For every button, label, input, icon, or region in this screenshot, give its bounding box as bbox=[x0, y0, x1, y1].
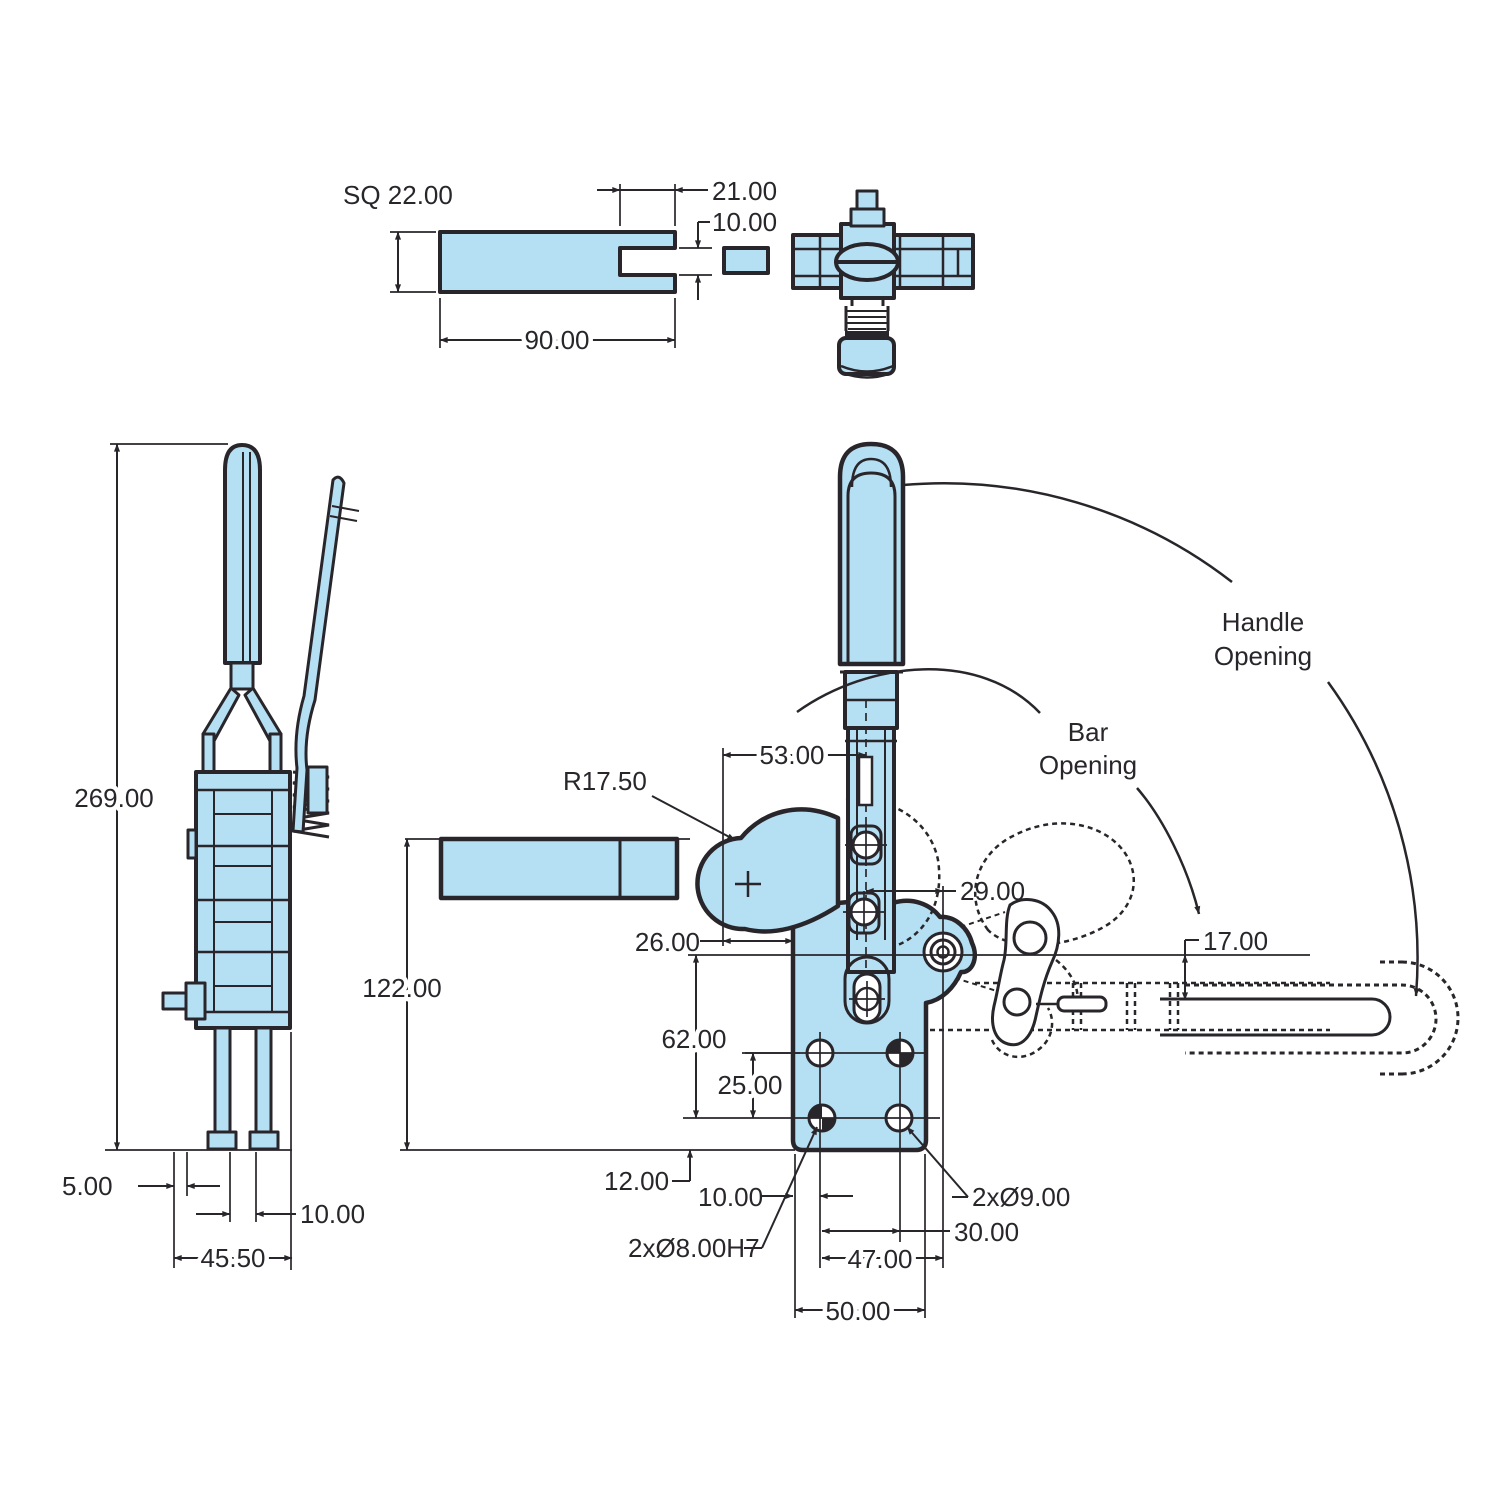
dim-122: 122.00 bbox=[362, 973, 442, 1003]
dim-12: 12.00 bbox=[604, 1166, 669, 1196]
bar-detail-body bbox=[438, 230, 677, 294]
label-bar-opening-2: Opening bbox=[1039, 750, 1137, 780]
dim-r17-5: R17.50 bbox=[563, 766, 647, 796]
phantom-link bbox=[973, 822, 1460, 1076]
label-handle-opening-1: Handle bbox=[1222, 607, 1304, 637]
spindle-collar bbox=[849, 207, 886, 228]
side-bolt bbox=[161, 991, 188, 1011]
dim-90: 90.00 bbox=[524, 325, 589, 355]
dim-62: 62.00 bbox=[661, 1024, 726, 1054]
dim-53: 53.00 bbox=[759, 740, 824, 770]
side-release-lever bbox=[291, 475, 346, 834]
dim-10-slot: 10.00 bbox=[712, 207, 777, 237]
phantom-open-grip bbox=[1185, 983, 1438, 1055]
dim-5: 5.00 bbox=[62, 1171, 113, 1201]
dim-30: 30.00 bbox=[954, 1217, 1019, 1247]
dim-269: 269.00 bbox=[74, 783, 154, 813]
phantom-open-bar bbox=[1160, 997, 1392, 1037]
dim-17: 17.00 bbox=[1203, 926, 1268, 956]
front-dimensions: 53.00 R17.50 26.00 29.00 122.00 62.00 25… bbox=[358, 736, 1268, 1331]
view-bar-detail: SQ 22.00 90.00 21.00 10.00 bbox=[339, 176, 778, 360]
view-side: 269.00 5.00 10.00 bbox=[62, 443, 365, 1278]
front-swing-arcs: Handle Opening Bar Opening bbox=[796, 482, 1420, 997]
spindle-bar-left-tip bbox=[722, 246, 770, 275]
dim-25: 25.00 bbox=[717, 1070, 782, 1100]
front-clamping-bar bbox=[438, 836, 680, 901]
spindle-knob bbox=[837, 336, 896, 376]
view-front: Handle Opening Bar Opening 53.00 R17.50 … bbox=[358, 441, 1460, 1331]
dim-sq22: SQ 22.00 bbox=[343, 180, 453, 210]
front-handle-grip bbox=[837, 441, 906, 667]
label-bar-opening-1: Bar bbox=[1068, 717, 1109, 747]
phantom-open-position bbox=[930, 911, 1330, 1032]
dim-47: 47.00 bbox=[847, 1244, 912, 1274]
side-nut bbox=[184, 981, 207, 1021]
dim-10-edge: 10.00 bbox=[698, 1182, 763, 1212]
label-handle-opening-2: Opening bbox=[1214, 641, 1312, 671]
dim-10-legs: 10.00 bbox=[300, 1199, 365, 1229]
spindle-thread bbox=[846, 310, 888, 330]
dim-2xd9: 2xØ9.00 bbox=[972, 1182, 1070, 1212]
dim-50: 50.00 bbox=[825, 1296, 890, 1326]
view-spindle-top bbox=[722, 189, 975, 379]
dim-45-5: 45.50 bbox=[200, 1243, 265, 1273]
dim-21: 21.00 bbox=[712, 176, 777, 206]
dim-26: 26.00 bbox=[635, 927, 700, 957]
front-cam bbox=[695, 807, 841, 934]
dim-2xd8: 2xØ8.00H7 bbox=[628, 1233, 760, 1263]
front-extension-lines bbox=[400, 748, 1310, 1318]
dim-29: 29.00 bbox=[960, 876, 1025, 906]
